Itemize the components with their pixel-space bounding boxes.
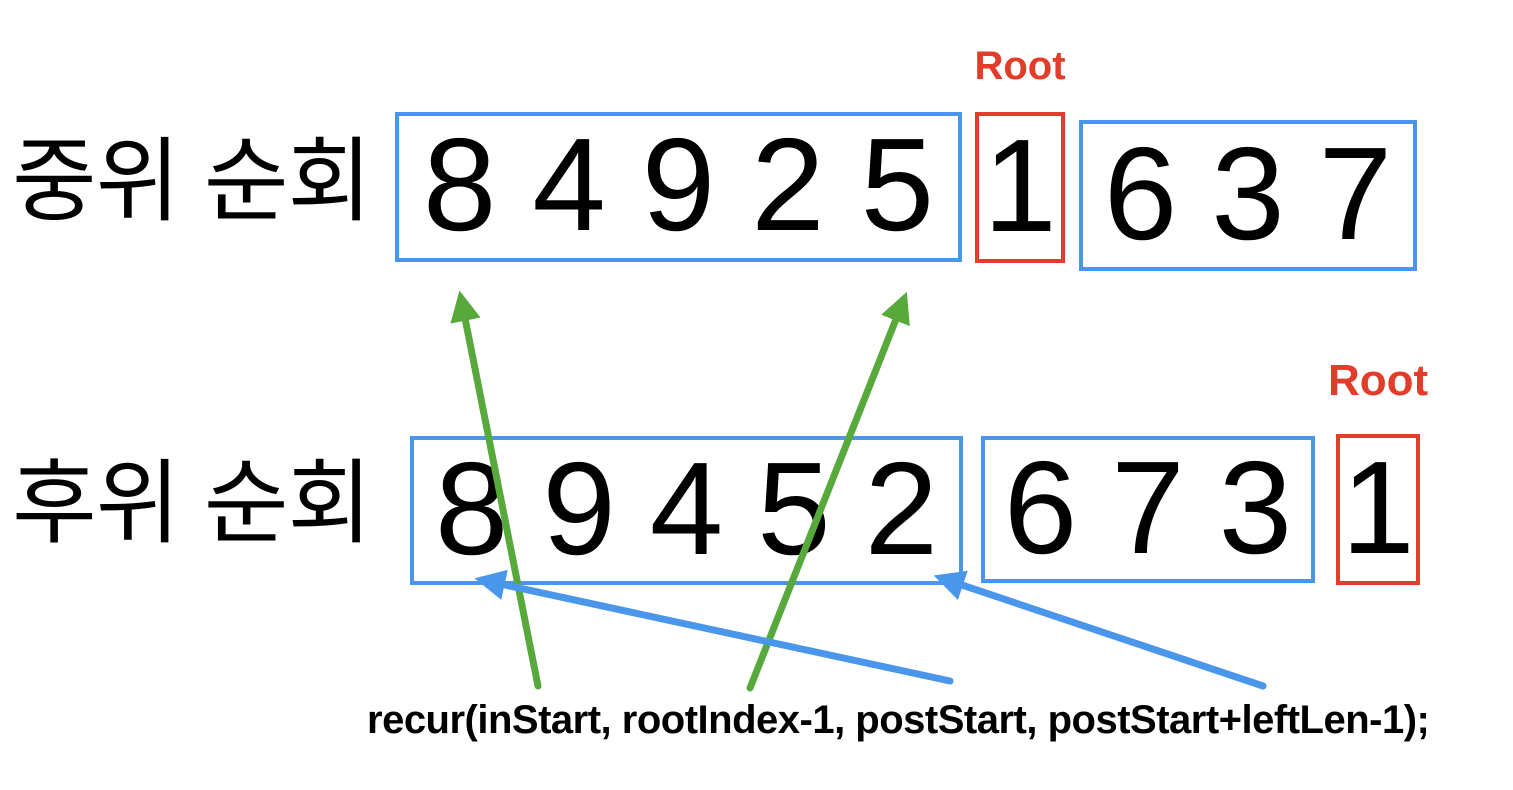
digit: 1 bbox=[983, 111, 1057, 259]
digit: 1 bbox=[1341, 433, 1415, 581]
digit: 9 bbox=[542, 434, 616, 582]
inorder-root-label: Root bbox=[974, 44, 1066, 88]
digit: 3 bbox=[1211, 119, 1285, 267]
recur-code-caption: recur(inStart, rootIndex-1, postStart, p… bbox=[367, 698, 1430, 742]
postorder-left-subtree-box: 8 9 4 5 2 bbox=[410, 436, 963, 585]
digit: 2 bbox=[751, 111, 825, 258]
digit: 4 bbox=[649, 434, 724, 582]
inorder-row-label: 중위 순회 bbox=[12, 131, 372, 233]
inorder-root-box: 1 bbox=[975, 112, 1065, 263]
digit: 2 bbox=[864, 434, 939, 582]
digit: 7 bbox=[1318, 119, 1393, 267]
digit: 3 bbox=[1218, 433, 1293, 581]
postorder-right-subtree-box: 6 7 3 bbox=[981, 436, 1315, 583]
digit: 5 bbox=[860, 111, 935, 258]
inorder-right-subtree-box: 6 3 7 bbox=[1079, 120, 1417, 271]
digit: 6 bbox=[1003, 433, 1078, 581]
blue-arrow-poststart bbox=[474, 569, 954, 685]
digit: 4 bbox=[532, 111, 606, 258]
postorder-root-box: 1 bbox=[1336, 434, 1420, 585]
digit: 7 bbox=[1111, 433, 1185, 581]
inorder-left-subtree-box: 8 4 9 2 5 bbox=[395, 112, 962, 262]
digit: 9 bbox=[641, 111, 716, 258]
digit: 5 bbox=[757, 434, 831, 582]
digit: 8 bbox=[434, 434, 509, 582]
digit: 6 bbox=[1103, 119, 1178, 267]
postorder-root-label: Root bbox=[1328, 356, 1429, 405]
postorder-row-label: 후위 순회 bbox=[12, 453, 372, 555]
blue-arrow-postend bbox=[933, 570, 1267, 690]
digit: 8 bbox=[422, 111, 497, 258]
